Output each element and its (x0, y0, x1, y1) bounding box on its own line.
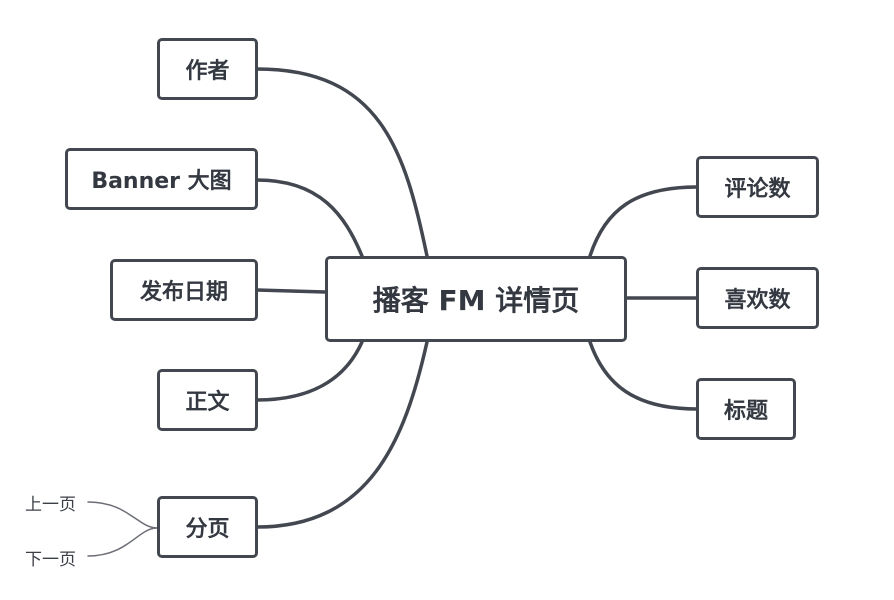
node-like-count[interactable]: 喜欢数 (696, 267, 819, 329)
node-like-count-label: 喜欢数 (724, 288, 791, 313)
connector-body (255, 340, 364, 402)
connector-next-page (87, 527, 158, 557)
node-title-label: 标题 (723, 399, 768, 424)
node-body-label: 正文 (185, 390, 230, 415)
node-author[interactable]: 作者 (157, 38, 258, 100)
connector-author (255, 67, 429, 258)
connector-prev-page (87, 501, 158, 529)
node-publish-date-label: 发布日期 (139, 280, 228, 305)
node-author-label: 作者 (185, 59, 230, 84)
connector-pagination (255, 340, 429, 529)
node-banner[interactable]: Banner 大图 (65, 148, 258, 210)
node-title[interactable]: 标题 (696, 378, 796, 440)
node-banner-label: Banner 大图 (91, 169, 232, 194)
connector-title (588, 340, 699, 411)
leaf-next-page[interactable]: 下一页 (25, 550, 76, 570)
node-body[interactable]: 正文 (157, 369, 258, 431)
node-pagination[interactable]: 分页 (157, 496, 258, 558)
node-comment-count[interactable]: 评论数 (696, 156, 819, 218)
node-publish-date[interactable]: 发布日期 (110, 259, 258, 321)
node-comment-count-label: 评论数 (724, 177, 791, 202)
connector-comments (588, 185, 699, 258)
central-topic-label: 播客 FM 详情页 (372, 284, 580, 317)
central-topic[interactable]: 播客 FM 详情页 (325, 256, 627, 342)
node-pagination-label: 分页 (185, 517, 230, 542)
connector-date (255, 288, 327, 294)
leaf-previous-page[interactable]: 上一页 (25, 495, 76, 515)
connector-banner (255, 178, 364, 258)
